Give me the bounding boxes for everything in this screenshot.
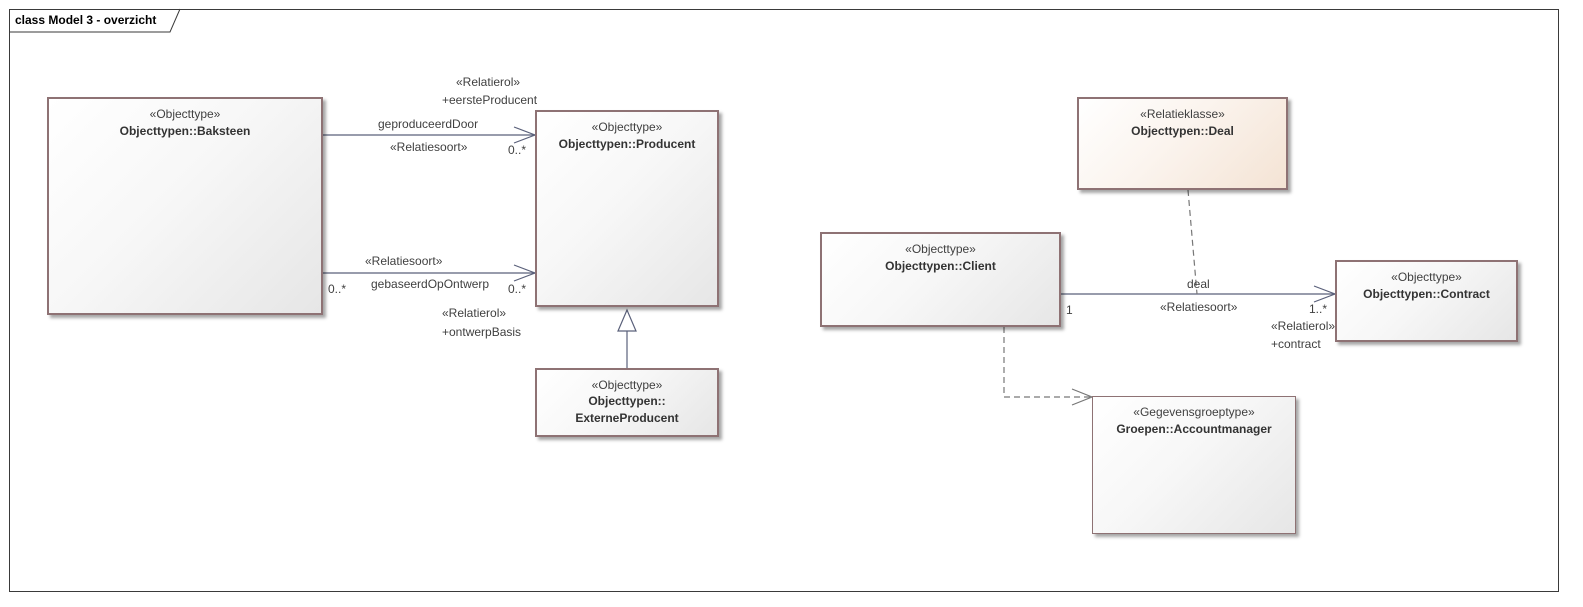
- externe-name: Objecttypen::: [588, 394, 666, 408]
- deal-role-stereotype: «Relatierol»: [1271, 319, 1336, 333]
- deal-stereotype: «Relatieklasse»: [1140, 107, 1225, 121]
- class-deal[interactable]: «Relatieklasse» Objecttypen::Deal: [1077, 97, 1288, 190]
- gebaseerd-name: gebaseerdOpOntwerp: [371, 277, 490, 291]
- deal-relation-name: deal: [1187, 277, 1210, 291]
- deal-name: Objecttypen::Deal: [1131, 124, 1234, 138]
- geproduceerd-target-multiplicity: 0..*: [508, 143, 527, 157]
- class-accountmanager[interactable]: «Gegevensgroeptype» Groepen::Accountmana…: [1092, 396, 1296, 534]
- baksteen-stereotype: «Objecttype»: [149, 107, 221, 121]
- gebaseerd-stereotype: «Relatiesoort»: [365, 254, 443, 268]
- producent-name: Objecttypen::Producent: [558, 137, 696, 151]
- contract-stereotype: «Objecttype»: [1391, 270, 1462, 284]
- generalization-triangle: [617, 308, 637, 332]
- deal-source-multiplicity: 1: [1066, 303, 1073, 317]
- contract-name: Objecttypen::Contract: [1363, 287, 1490, 301]
- client-stereotype: «Objecttype»: [905, 242, 976, 256]
- externe-name-line2: ExterneProducent: [575, 411, 679, 425]
- class-contract[interactable]: «Objecttype» Objecttypen::Contract: [1335, 260, 1518, 342]
- class-baksteen[interactable]: «Objecttype» Objecttypen::Baksteen: [47, 97, 323, 315]
- deal-relation-stereotype: «Relatiesoort»: [1160, 300, 1238, 314]
- geproduceerd-stereotype: «Relatiesoort»: [390, 140, 468, 154]
- geproduceerd-name: geproduceerdDoor: [378, 117, 479, 131]
- deal-target-multiplicity: 1..*: [1309, 302, 1328, 316]
- accountmanager-stereotype: «Gegevensgroeptype»: [1133, 405, 1255, 419]
- diagram-title: class Model 3 - overzicht: [15, 13, 157, 27]
- class-client[interactable]: «Objecttype» Objecttypen::Client: [820, 232, 1061, 327]
- externe-stereotype: «Objecttype»: [591, 378, 663, 392]
- client-name: Objecttypen::Client: [885, 259, 996, 273]
- gebaseerd-source-multiplicity: 0..*: [328, 282, 347, 296]
- dependency-line: [1003, 327, 1092, 398]
- class-producent[interactable]: «Objecttype» Objecttypen::Producent: [535, 110, 719, 307]
- gebaseerd-role: +ontwerpBasis: [442, 325, 522, 339]
- class-externeproducent[interactable]: «Objecttype» Objecttypen:: ExterneProduc…: [535, 368, 719, 437]
- accountmanager-name: Groepen::Accountmanager: [1116, 422, 1272, 436]
- frame-tab-outline: [9, 8, 181, 33]
- baksteen-name: Objecttypen::Baksteen: [119, 124, 251, 138]
- deal-class-link: [1187, 189, 1198, 295]
- gebaseerd-target-multiplicity: 0..*: [508, 282, 527, 296]
- gebaseerd-role-stereotype: «Relatierol»: [442, 306, 507, 320]
- geproduceerd-role-stereotype: «Relatierol»: [456, 75, 521, 89]
- deal-role: +contract: [1271, 337, 1321, 351]
- geproduceerd-role: +eersteProducent: [442, 93, 538, 107]
- producent-stereotype: «Objecttype»: [591, 120, 663, 134]
- diagram-frame: [9, 9, 1559, 592]
